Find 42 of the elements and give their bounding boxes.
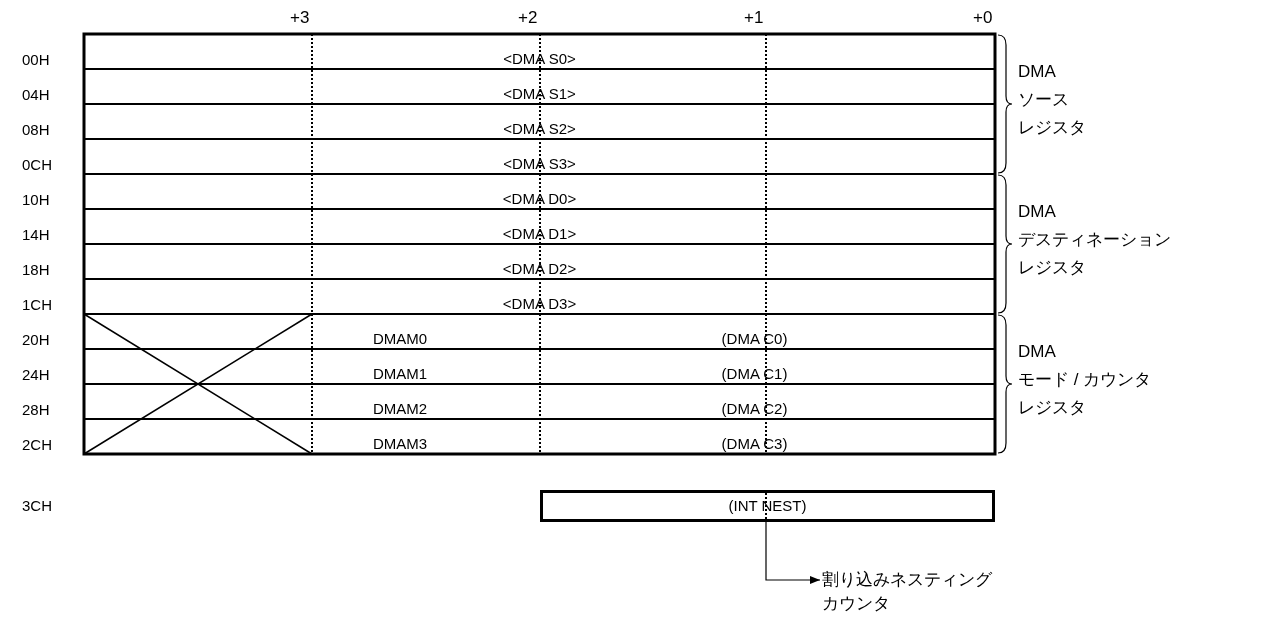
address-label: 20H xyxy=(22,330,50,350)
group-label: DMA xyxy=(1018,202,1056,222)
address-label: 14H xyxy=(22,225,50,245)
register-name: <DMA D1> xyxy=(502,225,577,244)
register-name: <DMA S3> xyxy=(503,155,576,174)
register-name: <DMA S0> xyxy=(503,50,576,69)
group-label: DMA xyxy=(1018,62,1056,82)
register-name: <DMA S2> xyxy=(503,120,576,139)
address-label: 18H xyxy=(22,260,50,280)
register-name: <DMA D0> xyxy=(502,190,577,209)
register-name: <DMA S1> xyxy=(503,85,576,104)
byte-offset: +2 xyxy=(518,8,538,28)
address-label: 2CH xyxy=(22,435,52,455)
group-label: レジスタ xyxy=(1018,118,1086,138)
address-label: 24H xyxy=(22,365,50,385)
register-name: <DMA D2> xyxy=(502,260,577,279)
address-label: 0CH xyxy=(22,155,52,175)
group-label: モード / カウンタ xyxy=(1018,370,1152,390)
address-label: 04H xyxy=(22,85,50,105)
register-name: <DMA D3> xyxy=(502,295,577,314)
group-label: ソース xyxy=(1018,90,1069,110)
register-name: DMAM0 xyxy=(372,330,428,349)
address-label: 28H xyxy=(22,400,50,420)
address-label: 08H xyxy=(22,120,50,140)
group-label: レジスタ xyxy=(1018,398,1086,418)
group-label: DMA xyxy=(1018,342,1056,362)
register-name: DMAM1 xyxy=(372,365,428,384)
byte-offset: +1 xyxy=(744,8,764,28)
register-description: 割り込みネスティングカウンタ xyxy=(822,569,993,615)
register-box xyxy=(540,490,995,522)
group-label: レジスタ xyxy=(1018,258,1086,278)
register-name: DMAM3 xyxy=(372,435,428,454)
group-label: デスティネーション xyxy=(1018,230,1171,250)
byte-offset: +0 xyxy=(973,8,993,28)
address-label: 3CH xyxy=(22,496,52,516)
register-name: DMAM2 xyxy=(372,400,428,419)
byte-offset: +3 xyxy=(290,8,310,28)
address-label: 10H xyxy=(22,190,50,210)
address-label: 00H xyxy=(22,50,50,70)
register-name: (INT NEST) xyxy=(728,496,807,516)
address-label: 1CH xyxy=(22,295,52,315)
leader-arrow xyxy=(765,521,821,584)
